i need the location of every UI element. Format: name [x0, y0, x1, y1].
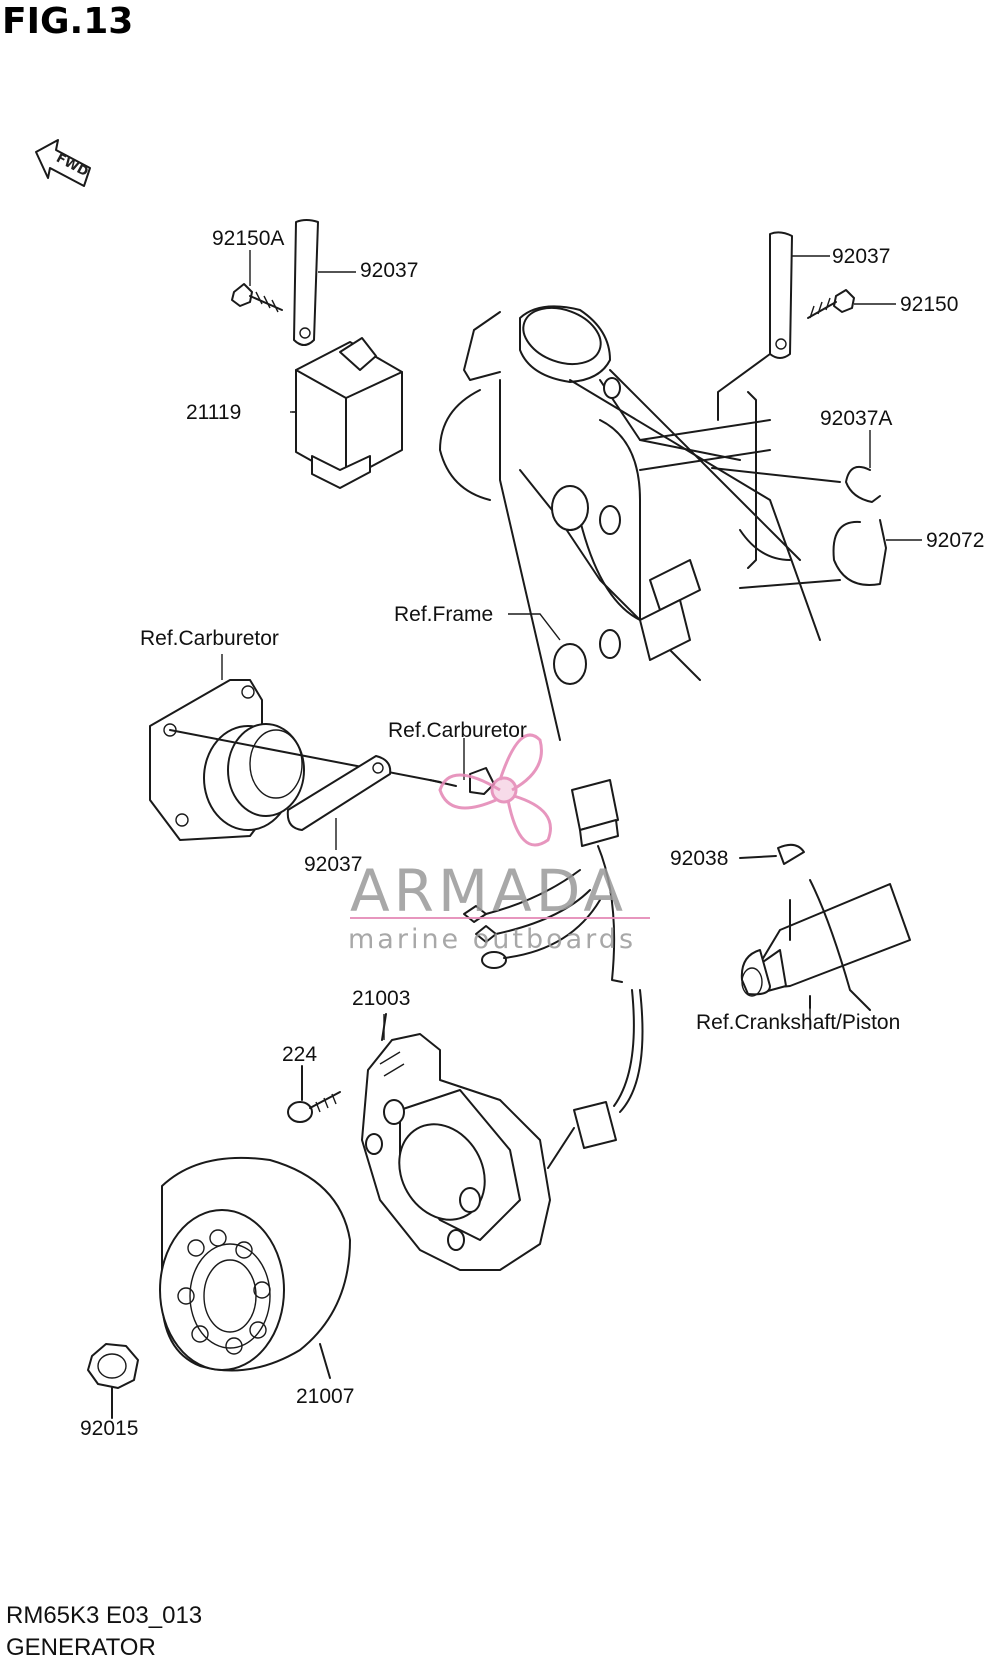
right-bracket-group: [717, 231, 855, 421]
label-92037-right[interactable]: 92037: [832, 245, 891, 268]
ignition-coil-group: [231, 219, 403, 489]
nut-92015: [87, 1343, 139, 1419]
crankshaft-group: [739, 843, 911, 1011]
leader-lines: [221, 250, 922, 1040]
section-name: GENERATOR: [6, 1634, 156, 1661]
clamp-group: [711, 466, 887, 589]
label-ref-carburetor-1[interactable]: Ref.Carburetor: [140, 627, 279, 650]
model-code: RM65K3 E03_013: [6, 1602, 203, 1629]
label-ref-crankshaft-piston[interactable]: Ref.Crankshaft/Piston: [696, 1011, 901, 1034]
carburetor-flange: [149, 679, 441, 841]
label-21119[interactable]: 21119: [186, 401, 242, 424]
fwd-arrow-icon: [35, 139, 91, 187]
figure-title: FIG.13: [2, 1, 134, 42]
wiring-harness: [463, 779, 644, 1169]
label-92038[interactable]: 92038: [670, 847, 729, 870]
label-92037-left[interactable]: 92037: [360, 259, 419, 282]
flywheel: [159, 1156, 351, 1379]
watermark-tagline: marine outboards: [348, 924, 637, 955]
label-ref-carburetor-2[interactable]: Ref.Carburetor: [388, 719, 527, 742]
bolt-224: [287, 1065, 341, 1123]
label-92072[interactable]: 92072: [926, 529, 985, 552]
label-21003[interactable]: 21003: [352, 987, 411, 1010]
label-92037-mid[interactable]: 92037: [304, 853, 363, 876]
frame-drawing: [439, 305, 821, 741]
watermark-brand: ARMADA: [350, 857, 628, 925]
label-21007[interactable]: 21007: [296, 1385, 355, 1408]
label-92015[interactable]: 92015: [80, 1417, 139, 1440]
label-224[interactable]: 224: [282, 1043, 318, 1066]
label-92037A[interactable]: 92037A: [820, 407, 893, 430]
label-92150A[interactable]: 92150A: [212, 227, 285, 250]
label-ref-frame[interactable]: Ref.Frame: [394, 603, 494, 626]
stator-plate: [361, 1013, 551, 1271]
label-92150[interactable]: 92150: [900, 293, 959, 316]
